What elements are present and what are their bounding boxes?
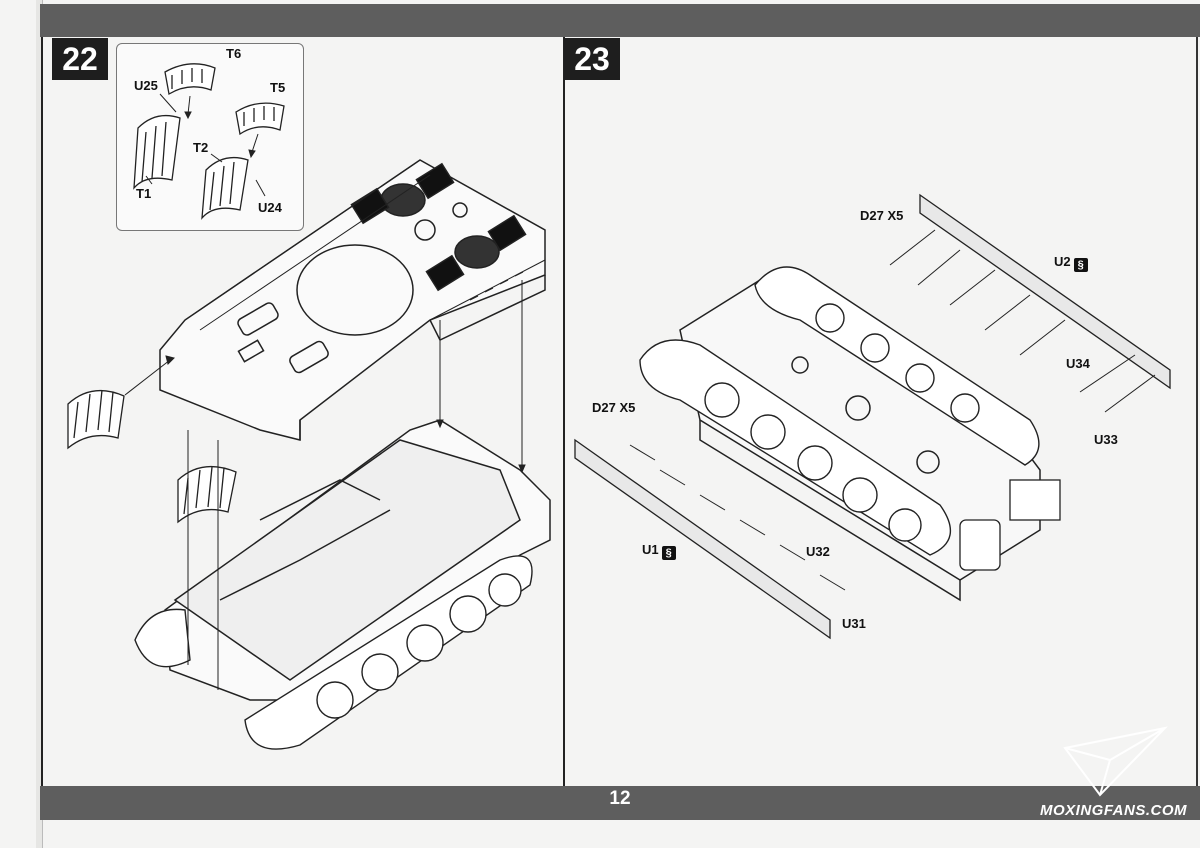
panel-divider: [563, 37, 565, 786]
lower-hull-part: [164, 419, 551, 701]
skirt-part-u1: [574, 438, 831, 640]
step23-track-far: [754, 266, 1040, 466]
inset-part-t5: [235, 102, 285, 136]
lower-hull-track-right: [244, 555, 533, 750]
step22-assembly-arrows: [124, 280, 526, 690]
label-d27-left: D27 X5: [592, 400, 636, 415]
ink-marker-icon: §: [1073, 258, 1088, 272]
inset-part-t6: [164, 63, 216, 96]
loose-track-part-lower: [177, 466, 237, 524]
inset-part-t2: [201, 156, 249, 220]
lower-hull-track-left: [134, 608, 191, 668]
skirt-part-u2: [919, 193, 1171, 390]
page-number: 12: [609, 788, 631, 809]
step-number-23: 23: [564, 38, 620, 80]
panel-right-border: [1196, 37, 1198, 786]
label-u24: U24: [258, 200, 282, 215]
ink-marker-icon: §: [661, 546, 676, 560]
label-u32: U32: [806, 544, 830, 559]
label-u34: U34: [1066, 356, 1090, 371]
skirt-hanger-arrows: [629, 229, 1156, 591]
label-u2: U2§: [1054, 254, 1088, 272]
label-t1: T1: [136, 186, 152, 201]
step23-track-near: [639, 339, 952, 556]
label-t6: T6: [226, 46, 242, 61]
label-u31: U31: [842, 616, 866, 631]
rear-exhaust-details: [959, 479, 1061, 571]
label-t5: T5: [270, 80, 286, 95]
step-number-22: 22: [52, 38, 108, 80]
panel-left-border: [41, 37, 43, 786]
label-u25: U25: [134, 78, 158, 93]
site-watermark: MOXINGFANS.COM: [1040, 802, 1188, 819]
label-t2: T2: [193, 140, 209, 155]
upper-hull-details: [184, 159, 546, 331]
label-u1: U1§: [642, 542, 676, 560]
label-d27-top: D27 X5: [860, 208, 904, 223]
loose-track-part-left: [67, 389, 125, 450]
inset-part-t1: [133, 114, 181, 190]
top-band: [40, 4, 1200, 37]
bottom-band: [40, 786, 1200, 820]
label-u33: U33: [1094, 432, 1118, 447]
